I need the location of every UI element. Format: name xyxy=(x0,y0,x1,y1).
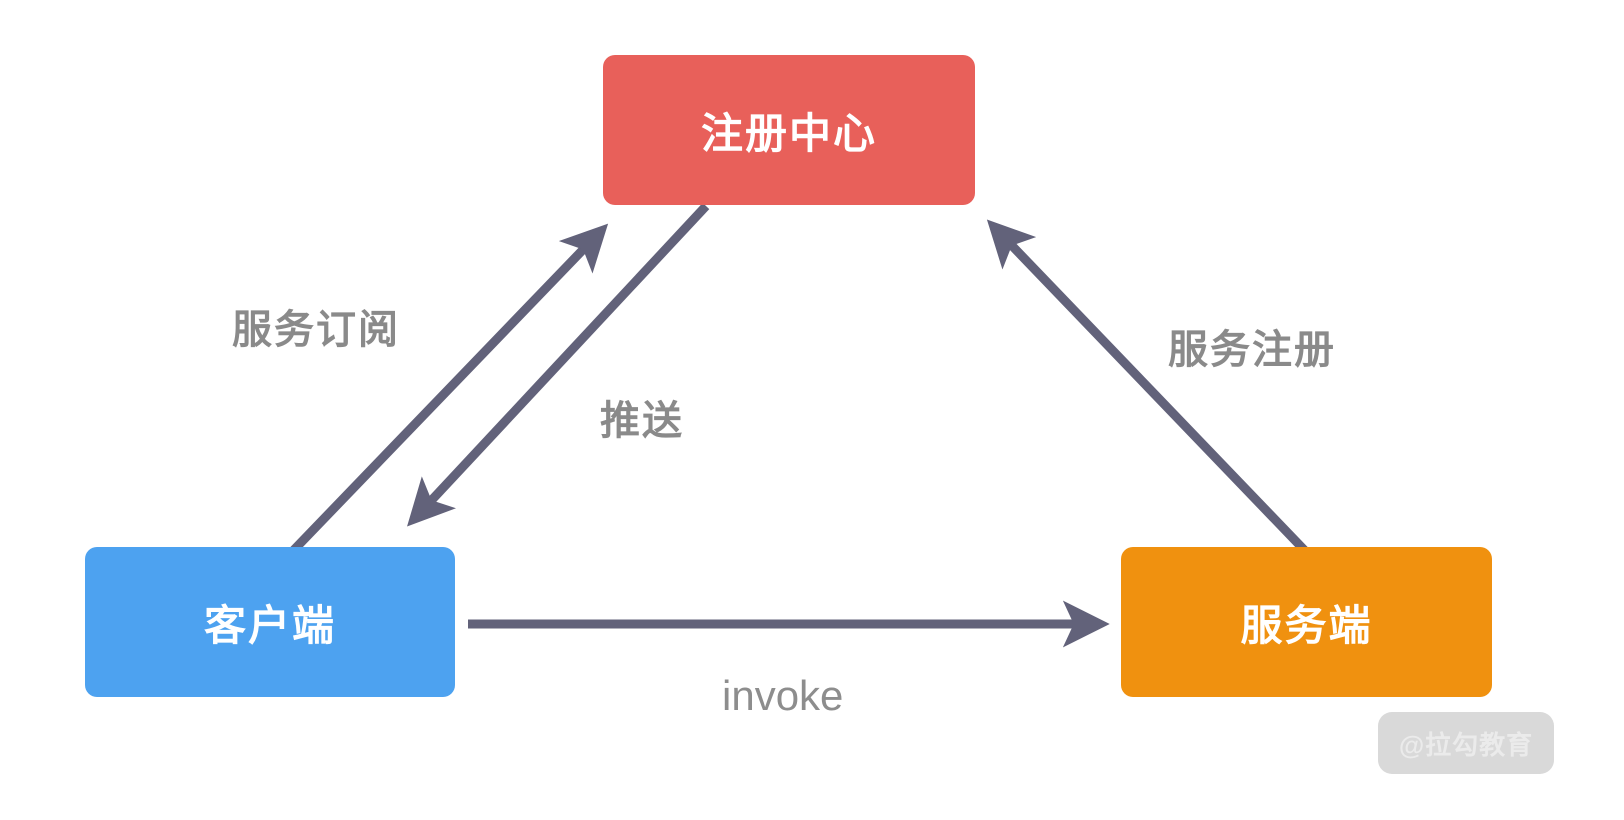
edge-label-push: 推送 xyxy=(600,399,684,443)
edge-register-arrow xyxy=(986,219,1315,561)
edge-label-service-register: 服务注册 xyxy=(1168,328,1336,372)
edge-subscribe-arrow xyxy=(284,223,609,560)
edge-label-invoke: invoke xyxy=(722,672,844,719)
edge-label-service-subscribe: 服务订阅 xyxy=(232,308,400,352)
node-server[interactable]: 服务端 xyxy=(1121,547,1492,697)
node-registry-center-label: 注册中心 xyxy=(700,109,877,157)
watermark-text: @拉勾教育 xyxy=(1398,729,1534,760)
node-registry-center[interactable]: 注册中心 xyxy=(603,55,975,205)
node-client[interactable]: 客户端 xyxy=(85,547,455,697)
node-client-label: 客户端 xyxy=(203,601,336,649)
edge-push-arrow xyxy=(407,202,710,527)
node-server-label: 服务端 xyxy=(1240,601,1373,649)
watermark-badge: @拉勾教育 xyxy=(1378,712,1554,774)
